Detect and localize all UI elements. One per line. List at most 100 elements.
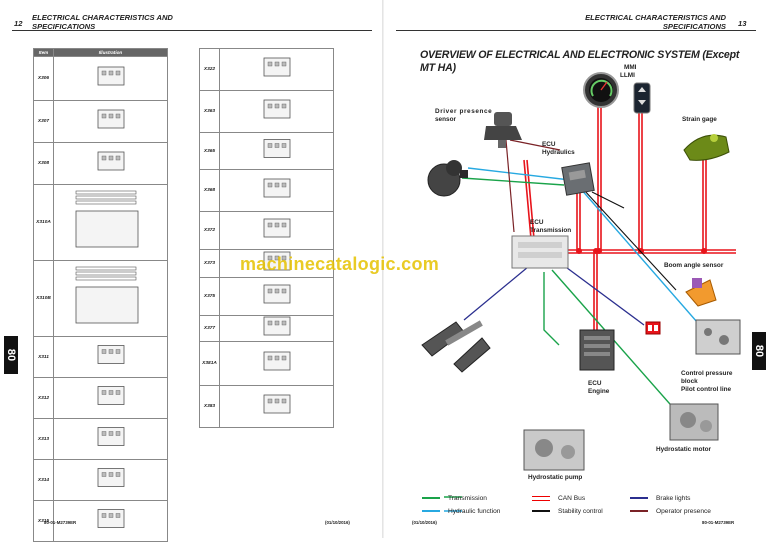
table-row: X311 <box>33 336 168 378</box>
connector-illustration-cell <box>53 377 168 419</box>
label-driver-presence: Driver presence <box>435 108 493 115</box>
connector-illustration <box>263 178 291 198</box>
table-row: X312 <box>33 377 168 419</box>
brake-light-lines <box>463 261 645 326</box>
connector-illustration <box>263 394 291 414</box>
table-row: X363 <box>199 90 334 133</box>
table-row: X314 <box>33 459 168 501</box>
left-footer-date: (01/10/2016) <box>325 520 350 525</box>
right-page-number: 13 <box>738 19 747 28</box>
connector-code: X310B <box>33 260 54 337</box>
hydrostatic-pump-icon <box>523 429 585 471</box>
watermark-text: machinecatalogic.com <box>240 254 440 274</box>
pedals-icon <box>421 320 491 373</box>
table-row: X310B <box>33 260 168 337</box>
connector-illustration-cell <box>219 385 334 428</box>
connector-illustration <box>263 139 291 158</box>
connector-illustration-cell <box>219 341 334 386</box>
stability-lines <box>583 189 677 291</box>
connector-illustration-cell <box>219 169 334 212</box>
connector-code: X322 <box>199 48 220 91</box>
legend-can-bus: CAN Bus <box>532 492 585 506</box>
brake-light-relay-icon <box>645 321 661 335</box>
connector-code: X314 <box>33 459 54 501</box>
connector-illustration <box>97 509 125 528</box>
right-header-rule <box>396 30 756 31</box>
hydrostatic-motor-icon <box>669 403 719 441</box>
connector-illustration <box>263 316 291 336</box>
connector-illustration <box>263 284 291 304</box>
table-row: X307 <box>33 100 168 143</box>
table-row: X372 <box>199 211 334 250</box>
table-header-item: Item <box>33 48 54 57</box>
table-row: X368 <box>199 169 334 212</box>
connector-illustration <box>263 57 291 77</box>
connector-illustration-cell <box>219 315 334 342</box>
connector-illustration-cell <box>219 48 334 91</box>
ecu-engine-icon <box>579 329 615 371</box>
connector-illustration-cell <box>219 277 334 316</box>
connector-illustration-cell <box>53 184 168 261</box>
left-header-title: ELECTRICAL CHARACTERISTICS AND SPECIFICA… <box>32 13 173 31</box>
right-footer-ref: 80-01-M2739ER <box>702 520 735 525</box>
operator-presence-lines <box>505 139 561 233</box>
diagram-title: OVERVIEW OF ELECTRICAL AND ELECTRONIC SY… <box>420 49 740 74</box>
connector-illustration <box>97 386 125 405</box>
label-boom-angle-sensor: Boom angle sensor <box>664 262 724 269</box>
label-ecu-engine-1: ECU <box>588 380 602 387</box>
connector-illustration-cell <box>219 211 334 250</box>
left-side-tab: 80 <box>4 336 18 374</box>
legend-stability-control: Stability control <box>532 505 603 519</box>
right-page: ELECTRICAL CHARACTERISTICS AND SPECIFICA… <box>384 0 768 538</box>
right-header-line2: SPECIFICATIONS <box>662 22 726 31</box>
connector-code: X308 <box>33 142 54 185</box>
connector-illustration <box>97 151 125 171</box>
driver-seat-icon <box>484 112 522 148</box>
table-row: X365 <box>199 132 334 170</box>
transmission-lines <box>444 177 685 498</box>
legend-brake-lights: Brake lights <box>630 492 690 506</box>
connector-code: X310A <box>33 184 54 261</box>
connector-illustration <box>97 66 125 86</box>
control-pressure-block-icon <box>695 319 741 355</box>
connector-code: X311 <box>33 336 54 378</box>
joystick-icon <box>427 160 468 197</box>
connector-illustration <box>263 251 291 271</box>
table-row: X310A <box>33 184 168 261</box>
connector-illustration-cell <box>53 500 168 542</box>
connector-code: X363 <box>199 90 220 133</box>
connector-illustration-cell <box>53 336 168 378</box>
connector-code: X377 <box>199 315 220 342</box>
strain-gage-icon <box>683 134 730 161</box>
connector-illustration <box>97 468 125 487</box>
legend-operator-presence: Operator presence <box>630 505 711 519</box>
left-page-number: 12 <box>14 19 23 28</box>
boom-angle-sensor-icon <box>685 278 717 307</box>
connector-code: X307 <box>33 100 54 143</box>
connector-code: X365 <box>199 132 220 170</box>
label-ecu-transmission-2: Transmission <box>530 227 572 234</box>
table-row: X381A <box>199 341 334 386</box>
connector-illustration-cell <box>53 260 168 337</box>
label-ecu-hydraulics-2: Hydraulics <box>542 149 575 156</box>
table-row: X375 <box>199 277 334 316</box>
connector-code: X368 <box>199 169 220 212</box>
legend-hydraulic-function: Hydraulic function <box>422 505 500 519</box>
connector-code: X383 <box>199 385 220 428</box>
connector-illustration-cell <box>219 132 334 170</box>
connector-code: X372 <box>199 211 220 250</box>
connector-illustration <box>263 351 291 371</box>
label-mmi: MMI <box>624 64 637 71</box>
label-hydrostatic-pump: Hydrostatic pump <box>528 474 583 481</box>
table-row: X315 <box>33 500 168 542</box>
label-sensor: sensor <box>435 116 456 123</box>
label-ecu-transmission-1: ECU <box>530 219 544 226</box>
label-control-pressure-2: block <box>681 378 698 385</box>
connector-illustration <box>97 427 125 446</box>
connector-code: X373 <box>199 249 220 278</box>
system-diagram <box>421 72 741 512</box>
mmi-dashboard-icon <box>583 72 619 108</box>
right-side-tab: 80 <box>752 332 766 370</box>
